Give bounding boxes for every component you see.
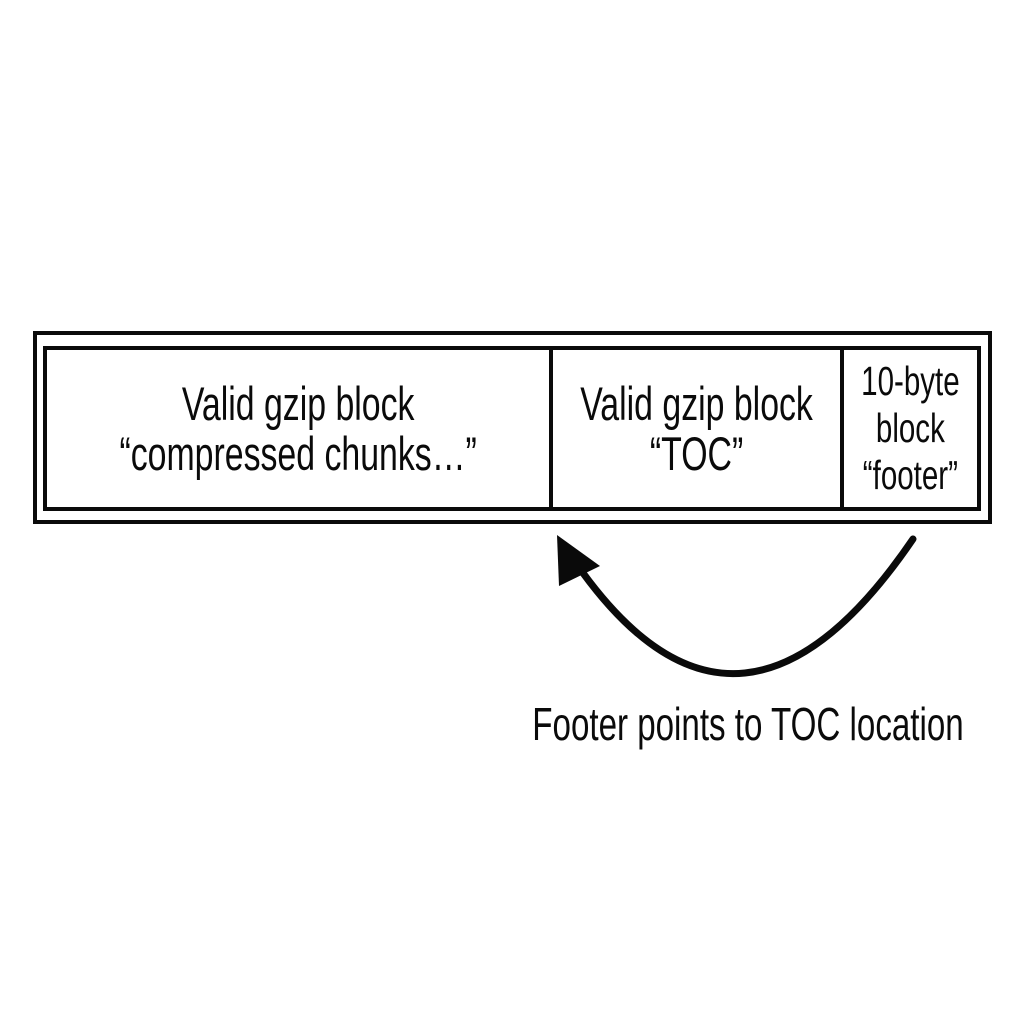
compressed-chunks-block: Valid gzip block “compressed chunks…” — [47, 350, 549, 507]
block-label-line: 10-byte — [861, 358, 960, 404]
arrowhead-icon — [557, 535, 600, 586]
toc-block: Valid gzip block “TOC” — [548, 350, 841, 507]
file-container-box: Valid gzip block “compressed chunks…” Va… — [33, 331, 992, 524]
arrow-caption: Footer points to TOC location — [532, 698, 964, 750]
block-label-line: Valid gzip block — [580, 376, 813, 430]
block-label: 10-byte block “footer” — [861, 358, 959, 499]
block-label: Valid gzip block “TOC” — [580, 376, 813, 480]
block-label-line: Valid gzip block — [181, 376, 415, 430]
block-label-line: “footer” — [862, 452, 959, 498]
arrow-curve — [579, 535, 917, 678]
file-blocks-row: Valid gzip block “compressed chunks…” Va… — [43, 346, 981, 511]
block-label: Valid gzip block “compressed chunks…” — [119, 376, 477, 480]
block-label-line: block — [876, 405, 946, 451]
footer-block: 10-byte block “footer” — [840, 350, 977, 507]
block-label-line: “compressed chunks…” — [119, 426, 477, 480]
block-label-line: “TOC” — [649, 426, 744, 480]
